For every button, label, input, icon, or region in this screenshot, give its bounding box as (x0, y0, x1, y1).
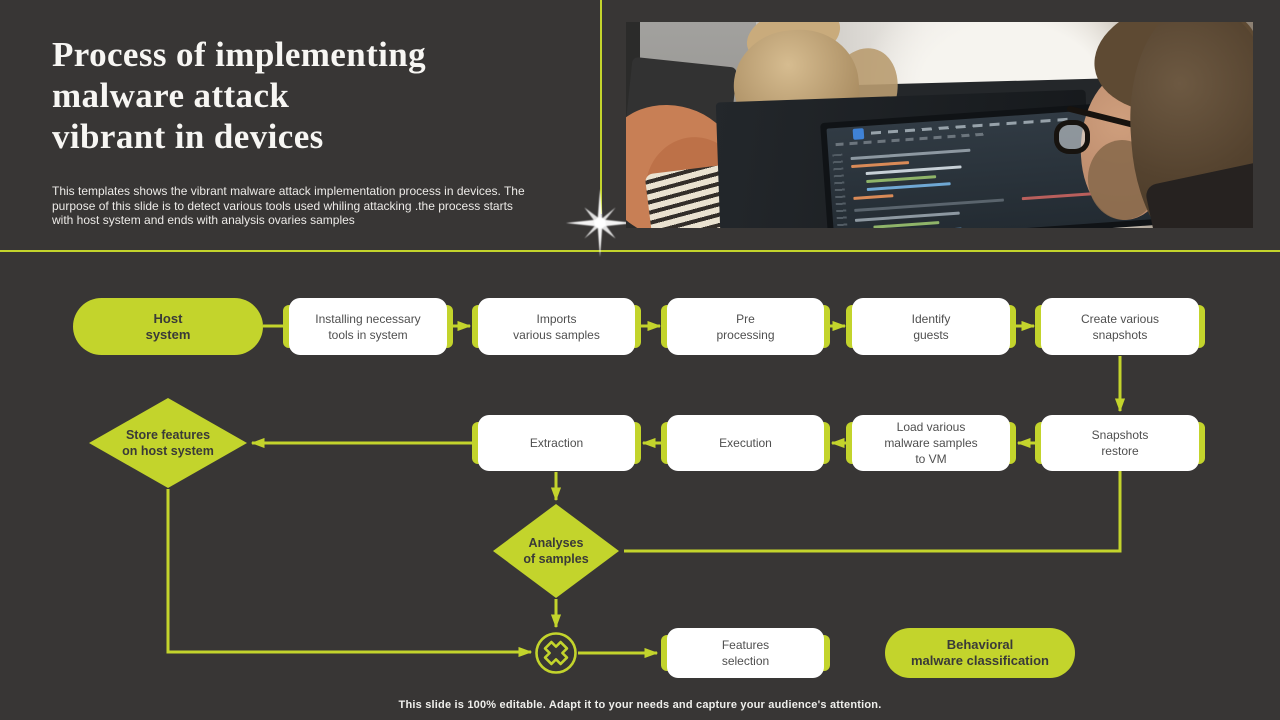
node-host-system: Host system (73, 298, 263, 355)
node-extraction: Extraction (472, 415, 641, 471)
photo-glasses-lens (1054, 120, 1090, 154)
node-behavioral-classification: Behavioral malware classification (885, 628, 1075, 678)
vertical-divider (600, 0, 602, 214)
node-pre-processing: Pre processing (661, 298, 830, 355)
node-installing-tools: Installing necessary tools in system (283, 298, 453, 355)
node-snapshots-restore: Snapshots restore (1035, 415, 1205, 471)
node-identify-guests: Identify guests (846, 298, 1016, 355)
editable-note: This slide is 100% editable. Adapt it to… (398, 699, 882, 711)
node-create-snapshots: Create various snapshots (1035, 298, 1205, 355)
photo-developers-coding (626, 22, 1253, 228)
node-execution: Execution (661, 415, 830, 471)
node-load-vm: Load various malware samples to VM (846, 415, 1016, 471)
sparkle-icon (566, 189, 634, 257)
node-features-selection: Features selection (661, 628, 830, 678)
page-title: Process of implementing malware attack v… (52, 35, 427, 156)
node-imports-samples: Imports various samples (472, 298, 641, 355)
merge-x-icon (535, 632, 577, 674)
slide-description: This templates shows the vibrant malware… (52, 184, 525, 227)
horizontal-divider (0, 250, 1280, 252)
